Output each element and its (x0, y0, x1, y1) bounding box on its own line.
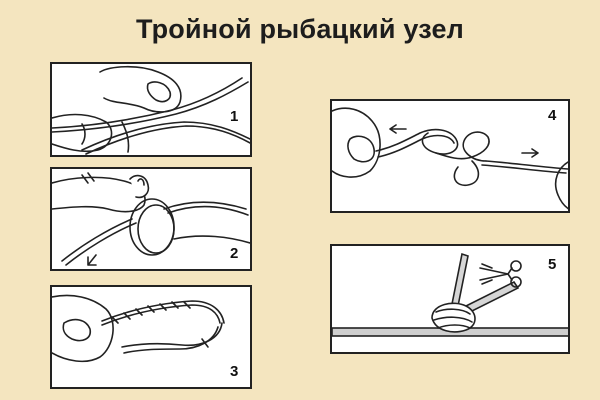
step-panel-1: 1 (50, 62, 252, 157)
page-title: Тройной рыбацкий узел (135, 14, 465, 44)
step-number: 1 (230, 108, 239, 125)
step-panel-5: 5 (330, 244, 570, 354)
step-number: 4 (548, 107, 557, 124)
step-2-illustration (52, 172, 250, 266)
step-3-illustration (52, 294, 225, 363)
step-number: 3 (230, 363, 239, 380)
step-number: 2 (230, 245, 239, 262)
step-5-illustration (332, 252, 568, 337)
step-number: 5 (548, 256, 557, 273)
step-4-illustration (332, 107, 568, 210)
step-1-illustration (52, 65, 250, 155)
step-panel-4: 4 (330, 99, 570, 213)
step-panel-2: 2 (50, 167, 252, 271)
step-panel-3: 3 (50, 285, 252, 389)
